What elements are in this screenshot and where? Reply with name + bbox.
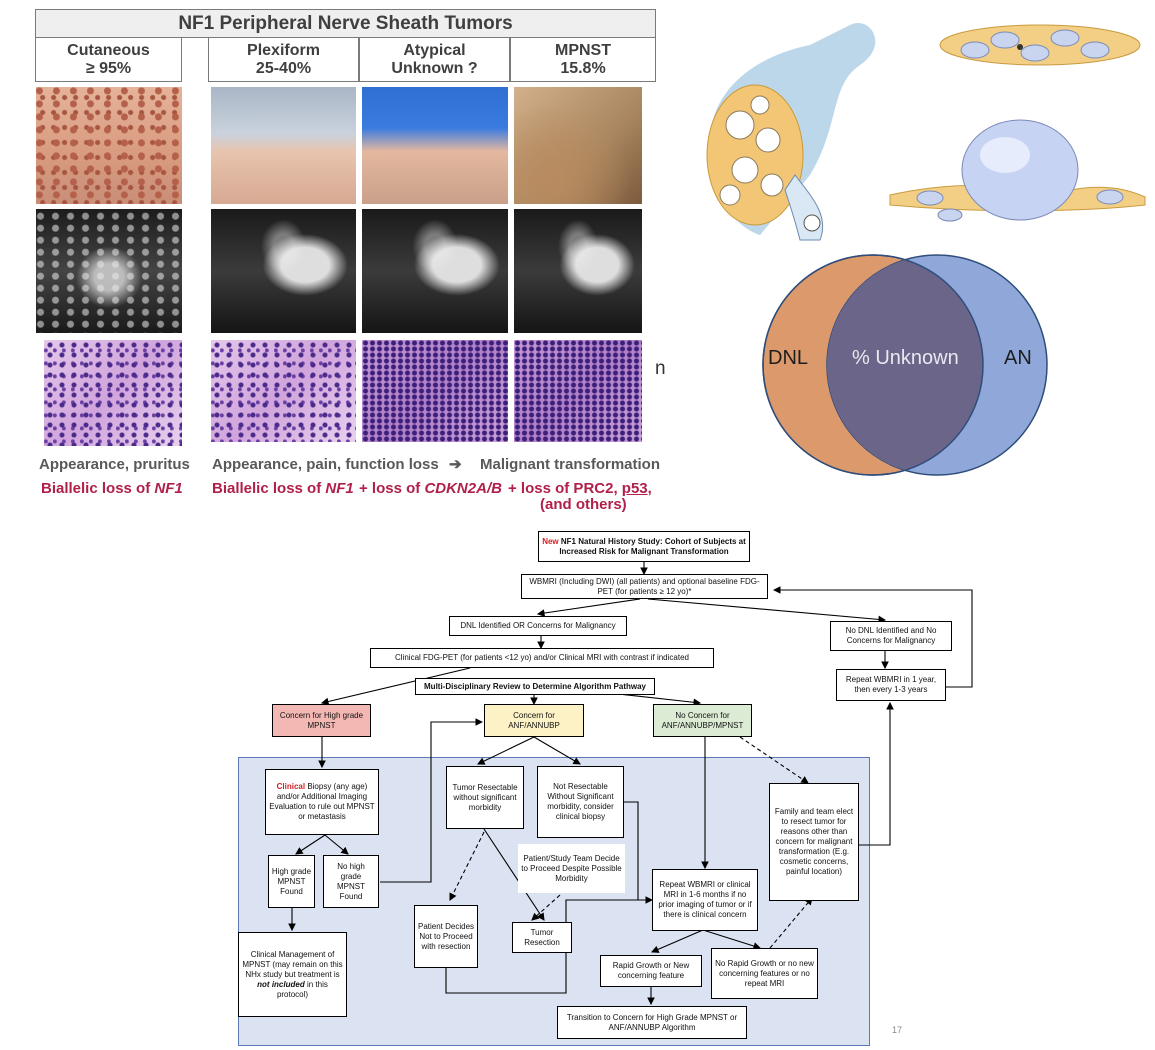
venn-right-label: AN: [1004, 347, 1032, 369]
repeat-wbmri-box: Repeat WBMRI in 1 year, then every 1-3 y…: [836, 669, 946, 701]
cutaneous-effect-caption: Appearance, pruritus: [39, 456, 190, 473]
gene-prefix: + loss of PRC2,: [508, 480, 622, 497]
biopsy-text: Biopsy (any age) and/or Additional Imagi…: [269, 782, 375, 821]
table-title: NF1 Peripheral Nerve Sheath Tumors: [35, 9, 656, 38]
gene-prefix: Biallelic loss of: [212, 480, 326, 497]
venn-left-label: DNL: [768, 347, 809, 369]
plexiform-mri-image: [211, 209, 356, 333]
tumor-resectable-box: Tumor Resectable without significant mor…: [446, 766, 524, 829]
tumor-resection-box: Tumor Resection: [512, 922, 572, 953]
gene-name: NF1: [325, 480, 354, 497]
flow-title-box: New NF1 Natural History Study: Cohort of…: [538, 531, 750, 562]
title-text: NF1 Natural History Study: Cohort of Sub…: [558, 536, 746, 556]
dnl-identified-box: DNL Identified OR Concerns for Malignanc…: [449, 616, 627, 636]
plexiform-histology-image: [211, 340, 356, 442]
nerve-anatomy-illustration: [706, 23, 1146, 241]
new-label: New: [542, 536, 559, 546]
column-name: Plexiform: [247, 41, 320, 59]
patient-decides-box: Patient Decides Not to Proceed with rese…: [414, 905, 478, 968]
column-value: Unknown ?: [391, 59, 478, 77]
no-dnl-box: No DNL Identified and No Concerns for Ma…: [830, 621, 952, 651]
arrow-icon: ➔: [449, 456, 462, 473]
gene-name: NF1: [154, 480, 183, 497]
no-rapid-growth-box: No Rapid Growth or no new concerning fea…: [711, 948, 818, 999]
venn-overlap: [827, 255, 983, 475]
mpnst-mri-image: [514, 209, 642, 333]
gene-prefix: + loss of: [359, 480, 425, 497]
column-header-mpnst: MPNST 15.8%: [510, 38, 656, 82]
column-value: 25-40%: [255, 59, 312, 77]
not-resectable-box: Not Resectable Without Significant morbi…: [537, 766, 624, 838]
mdr-box: Multi-Disciplinary Review to Determine A…: [415, 678, 655, 695]
clinical-biopsy-box: Clinical Biopsy (any age) and/or Additio…: [265, 769, 379, 835]
stray-letter: n: [655, 358, 666, 379]
high-grade-found-box: High grade MPNST Found: [268, 855, 315, 908]
mgmt-text-a: Clinical Management of MPNST (may remain…: [242, 949, 343, 979]
venn-diagram: [762, 254, 1048, 476]
atypical-gene-caption: + loss of CDKN2A/B: [359, 480, 502, 497]
mpnst-gene-caption: + loss of PRC2, p53,: [508, 480, 652, 497]
cutaneous-gene-caption: Biallelic loss of NF1: [41, 480, 183, 497]
family-team-box: Family and team elect to resect tumor fo…: [769, 783, 859, 901]
rapid-growth-box: Rapid Growth or New concerning feature: [600, 955, 702, 987]
transition-box: Transition to Concern for High Grade MPN…: [557, 1006, 747, 1039]
repeat-wbmri-clinical-box: Repeat WBMRI or clinical MRI in 1-6 mont…: [652, 869, 758, 931]
mgmt-text-b: not included: [257, 979, 305, 989]
patient-study-team-note: Patient/Study Team Decide to Proceed Des…: [518, 844, 625, 893]
venn-center-label: % Unknown: [852, 347, 959, 369]
no-concern-box: No Concern for ANF/ANNUBP/MPNST: [653, 704, 752, 737]
gene-prefix: Biallelic loss of: [41, 480, 155, 497]
cutaneous-mri-image: [36, 209, 182, 333]
mpnst-shoulder-photo: [514, 87, 642, 204]
mpnst-histology-image: [514, 340, 642, 442]
gene-name: CDKN2A/B: [424, 480, 502, 497]
concern-anf-box: Concern for ANF/ANNUBP: [484, 704, 584, 737]
column-header-plexiform: Plexiform 25-40%: [208, 38, 359, 82]
plexiform-gene-caption: Biallelic loss of NF1: [212, 480, 354, 497]
gene-p53: p53: [621, 480, 648, 497]
mpnst-gene-caption-line2: (and others): [540, 496, 627, 513]
column-value: 15.8%: [560, 59, 606, 77]
column-value: ≥ 95%: [85, 59, 132, 77]
malignant-caption: Malignant transformation: [480, 456, 661, 473]
clinical-management-box: Clinical Management of MPNST (may remain…: [238, 932, 347, 1017]
page-number: 17: [892, 1025, 903, 1035]
cutaneous-histology-image: [44, 340, 182, 446]
cutaneous-skin-photo: [36, 87, 182, 204]
column-header-cutaneous: Cutaneous ≥ 95%: [35, 38, 182, 82]
atypical-histology-image: [362, 340, 508, 442]
column-name: Atypical: [403, 41, 466, 59]
column-name: Cutaneous: [67, 41, 150, 59]
mgmt-text-c: in this protocol): [276, 979, 328, 999]
clinical-label: Clinical: [276, 782, 306, 791]
atypical-neck-photo: [362, 87, 508, 204]
atypical-mri-image: [362, 209, 508, 333]
plexiform-effect-caption: Appearance, pain, function loss: [212, 456, 439, 473]
plexiform-neck-photo: [211, 87, 356, 204]
clinical-pet-box: Clinical FDG-PET (for patients <12 yo) a…: [370, 648, 714, 668]
no-high-grade-box: No high grade MPNST Found: [323, 855, 379, 908]
column-header-atypical: Atypical Unknown ?: [359, 38, 510, 82]
gene-suffix: ,: [647, 480, 652, 497]
concern-high-grade-box: Concern for High grade MPNST: [272, 704, 371, 737]
wbmri-box: WBMRI (Including DWI) (all patients) and…: [521, 574, 768, 599]
column-name: MPNST: [555, 41, 611, 59]
